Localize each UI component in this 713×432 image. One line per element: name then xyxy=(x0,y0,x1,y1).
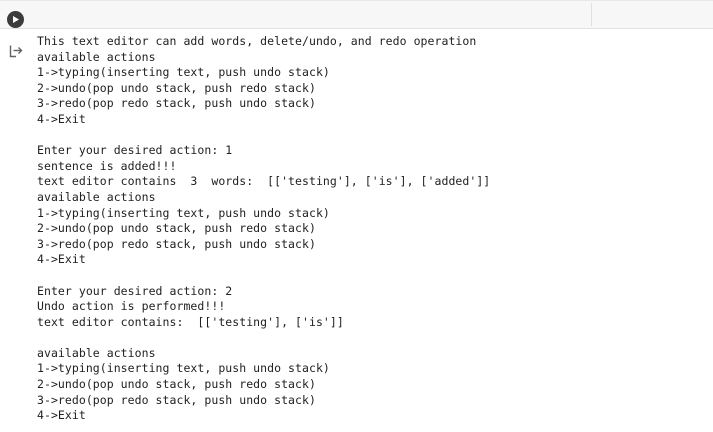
output-line: Undo action is performed!!! xyxy=(37,299,226,314)
output-line: 2->undo(pop undo stack, push redo stack) xyxy=(37,80,316,95)
output-line: available actions xyxy=(37,345,156,360)
output-line: text editor contains: [['testing'], ['is… xyxy=(37,314,344,329)
cell-header-bar xyxy=(0,0,713,29)
cell-output-text: This text editor can add words, delete/u… xyxy=(37,34,707,430)
output-line xyxy=(37,128,707,144)
output-line xyxy=(37,268,707,284)
toolbar-divider xyxy=(591,3,592,26)
output-line: 1->typing(inserting text, push undo stac… xyxy=(37,65,330,80)
output-line: 2->undo(pop undo stack, push redo stack) xyxy=(37,377,316,392)
output-line: 2->undo(pop undo stack, push redo stack) xyxy=(37,221,316,236)
output-line: text editor contains 3 words: [['testing… xyxy=(37,174,491,189)
output-line: 1->typing(inserting text, push undo stac… xyxy=(37,361,330,376)
output-line: 4->Exit xyxy=(37,252,86,267)
output-line: 4->Exit xyxy=(37,408,86,423)
output-line: 4->Exit xyxy=(37,111,86,126)
play-icon xyxy=(11,15,20,24)
output-line: Enter your desired action: 1 xyxy=(37,143,233,158)
run-cell-button[interactable] xyxy=(7,11,24,28)
output-line: available actions xyxy=(37,189,156,204)
output-line: 3->redo(pop redo stack, push undo stack) xyxy=(37,236,316,251)
output-line xyxy=(37,330,707,346)
output-line: sentence is added!!! xyxy=(37,158,177,173)
output-line: 1->typing(inserting text, push undo stac… xyxy=(37,205,330,220)
output-line: Enter your desired action: 2 xyxy=(37,283,233,298)
output-line: 3->redo(pop redo stack, push undo stack) xyxy=(37,392,316,407)
output-arrow-icon[interactable] xyxy=(8,43,24,59)
output-line: available actions xyxy=(37,49,156,64)
output-line: 3->redo(pop redo stack, push undo stack) xyxy=(37,96,316,111)
output-line: This text editor can add words, delete/u… xyxy=(37,34,477,48)
